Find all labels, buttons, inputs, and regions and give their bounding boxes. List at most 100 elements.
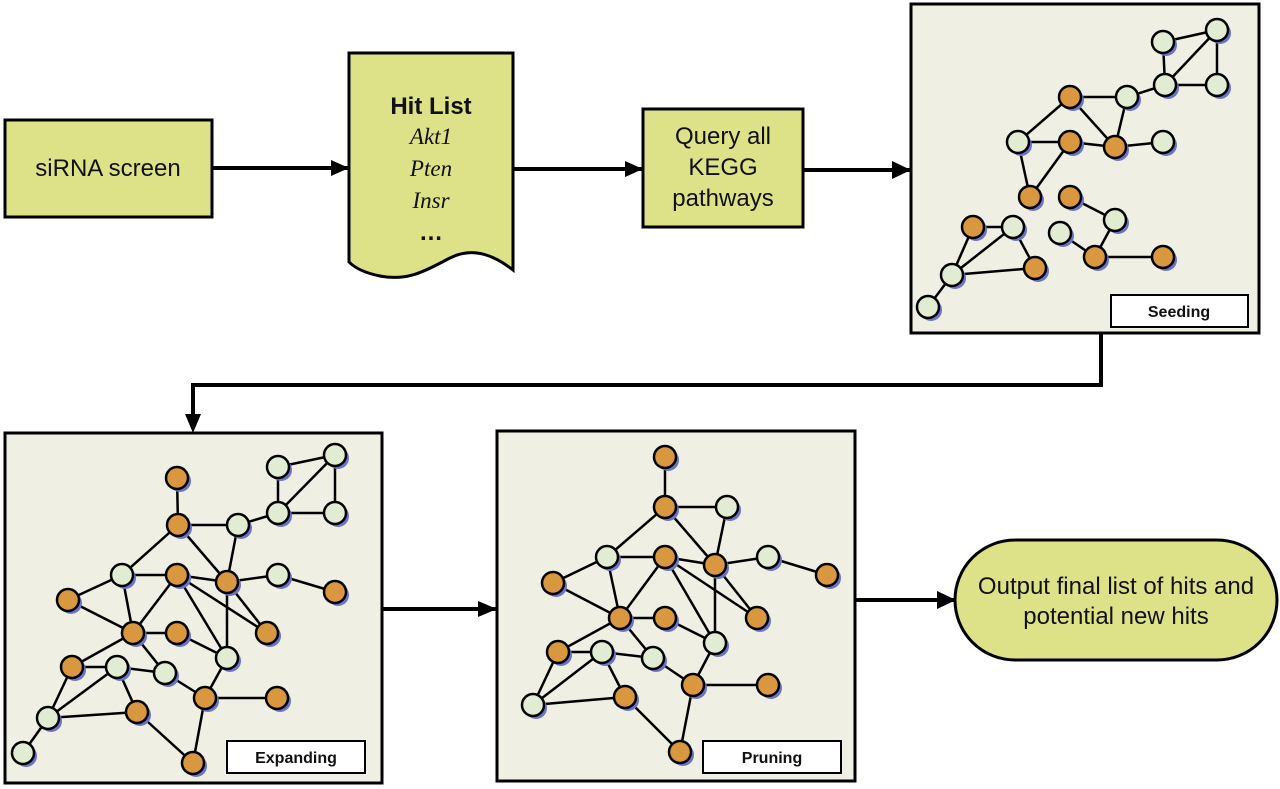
stage-expanding: Expanding bbox=[3, 431, 384, 785]
connectors bbox=[185, 160, 1103, 617]
non-hit-node bbox=[322, 500, 348, 526]
network-edge bbox=[951, 266, 1036, 277]
non-hit-node bbox=[265, 562, 291, 588]
output-line-2: potential new hits bbox=[1023, 603, 1208, 630]
network-edge bbox=[175, 574, 229, 659]
hit-node bbox=[1150, 244, 1176, 270]
hit-node bbox=[545, 639, 571, 665]
stage-seeding: Seeding bbox=[909, 2, 1261, 335]
non-hit-node bbox=[214, 645, 240, 671]
hit-node bbox=[667, 739, 693, 765]
seeding-network bbox=[915, 17, 1231, 321]
network-edge bbox=[1164, 29, 1218, 86]
hit-list-title: Hit List bbox=[390, 93, 471, 120]
non-hit-node bbox=[915, 294, 941, 320]
hit-node bbox=[652, 444, 678, 470]
step-sirna-screen: siRNA screen bbox=[3, 118, 214, 219]
hit-node bbox=[607, 605, 633, 631]
hit-node bbox=[1102, 134, 1128, 160]
seeding-label: Seeding bbox=[1148, 304, 1210, 321]
non-hit-node bbox=[1047, 220, 1073, 246]
non-hit-node bbox=[1000, 214, 1026, 240]
non-hit-node bbox=[1150, 129, 1176, 155]
hit-node bbox=[540, 570, 566, 596]
hit-node bbox=[180, 750, 206, 776]
network-edge bbox=[121, 524, 179, 576]
non-hit-node bbox=[265, 500, 291, 526]
non-hit-node bbox=[1114, 84, 1140, 110]
non-hit-node bbox=[1150, 29, 1176, 55]
non-hit-node bbox=[640, 645, 666, 671]
network-edge bbox=[532, 695, 626, 707]
hit-node bbox=[120, 620, 146, 646]
hit-node bbox=[960, 214, 986, 240]
arrowhead-seeding-to-expanding bbox=[185, 414, 201, 433]
hit-node bbox=[680, 672, 706, 698]
stage-pruning: Pruning bbox=[495, 429, 857, 783]
hit-node bbox=[1022, 255, 1048, 281]
hit-node bbox=[1057, 129, 1083, 155]
sirna-label: siRNA screen bbox=[35, 155, 180, 182]
hit-node bbox=[702, 552, 728, 578]
hit-node bbox=[124, 699, 150, 725]
arrowhead-pruning-to-output bbox=[937, 591, 956, 609]
hit-node bbox=[59, 654, 85, 680]
hit-gene-3: Insr bbox=[411, 188, 450, 213]
network-edge bbox=[664, 555, 758, 620]
hit-node bbox=[1057, 184, 1083, 210]
hit-node bbox=[164, 562, 190, 588]
hit-node bbox=[652, 494, 678, 520]
arrow-seeding-to-expanding bbox=[191, 333, 1103, 418]
non-hit-node bbox=[589, 639, 615, 665]
hit-node bbox=[164, 620, 190, 646]
pruning-label: Pruning bbox=[742, 750, 802, 767]
pruning-network bbox=[520, 444, 841, 766]
network-edge bbox=[176, 573, 268, 635]
non-hit-node bbox=[1005, 129, 1031, 155]
query-line-1: Query all bbox=[675, 123, 771, 150]
non-hit-node bbox=[104, 654, 130, 680]
network-edge bbox=[277, 454, 336, 514]
hit-node bbox=[1057, 84, 1083, 110]
hit-list-ellipsis: … bbox=[419, 219, 443, 246]
output-line-1: Output final list of hits and bbox=[978, 573, 1254, 600]
network-edge bbox=[951, 226, 1014, 276]
network-edge bbox=[47, 665, 118, 720]
non-hit-node bbox=[10, 740, 36, 766]
hit-node bbox=[744, 605, 770, 631]
hit-node bbox=[164, 465, 190, 491]
hit-node bbox=[1082, 244, 1108, 270]
non-hit-node bbox=[939, 262, 965, 288]
hit-node bbox=[755, 672, 781, 698]
network-edge bbox=[663, 556, 717, 644]
non-hit-node bbox=[1204, 17, 1230, 43]
hit-node bbox=[264, 685, 290, 711]
arrowhead-sirna-to-hitlist bbox=[331, 160, 349, 176]
arrowhead-expanding-to-pruning bbox=[478, 601, 497, 617]
non-hit-node bbox=[594, 544, 620, 570]
step-query-kegg: Query all KEGG pathways bbox=[641, 107, 805, 229]
hit-node bbox=[612, 684, 638, 710]
non-hit-node bbox=[152, 660, 178, 686]
query-line-2: KEGG bbox=[688, 154, 757, 181]
hit-gene-2: Pten bbox=[409, 156, 452, 181]
non-hit-node bbox=[1102, 207, 1128, 233]
non-hit-node bbox=[755, 544, 781, 570]
network-edge bbox=[618, 556, 667, 619]
non-hit-node bbox=[702, 630, 728, 656]
non-hit-node bbox=[35, 705, 61, 731]
step-output: Output final list of hits and potential … bbox=[953, 538, 1279, 662]
network-edge bbox=[606, 506, 666, 558]
non-hit-node bbox=[322, 442, 348, 468]
hit-node bbox=[322, 579, 348, 605]
non-hit-node bbox=[520, 692, 546, 718]
step-hit-list: Hit List Akt1 Pten Insr … bbox=[347, 51, 515, 279]
non-hit-node bbox=[265, 454, 291, 480]
hit-node bbox=[192, 685, 218, 711]
hit-node bbox=[214, 569, 240, 595]
expanding-label: Expanding bbox=[255, 750, 337, 767]
hit-node bbox=[165, 512, 191, 538]
hit-node bbox=[652, 544, 678, 570]
network-edge bbox=[47, 710, 138, 720]
